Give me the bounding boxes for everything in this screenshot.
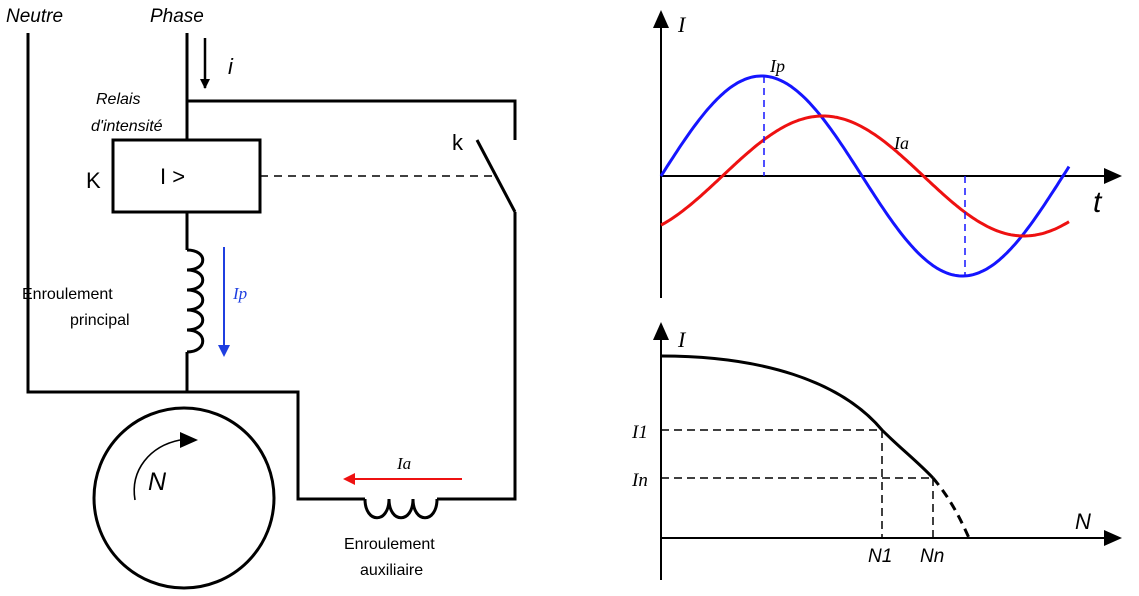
chart1-x-label: t — [1093, 186, 1103, 219]
neutre-label: Neutre — [6, 6, 63, 27]
aux-winding-label-line1: Enroulement — [344, 536, 435, 553]
i1-tick-label: I1 — [631, 422, 648, 443]
circuit-diagram — [26, 33, 517, 590]
chart1-y-label: I — [677, 12, 687, 37]
chart2-y-arrowhead — [653, 322, 669, 340]
chart-current-speed: I N I1 In N1 Nn — [631, 322, 1122, 580]
neutral-wire — [26, 33, 365, 501]
relay-symbol: I > — [160, 164, 185, 189]
aux-winding-coil — [363, 498, 439, 520]
ia-series-line — [660, 114, 1070, 238]
motor-label: N — [148, 468, 167, 496]
chart1-y-arrowhead — [653, 10, 669, 28]
relay-letter: K — [86, 168, 101, 193]
switch-blade — [475, 139, 517, 213]
switch-to-aux-wire — [437, 212, 517, 501]
ip-series-line — [659, 74, 1071, 278]
chart1-x-arrowhead — [1104, 168, 1122, 184]
relay-box — [111, 138, 262, 214]
chart2-y-label: I — [677, 327, 687, 352]
speed-curve-solid — [660, 354, 935, 480]
relay-caption-line2: d'intensité — [91, 118, 163, 135]
chart-current-time: I t Ip Ia — [653, 10, 1122, 298]
ia-label: Ia — [396, 454, 411, 473]
current-i-label: i — [228, 54, 234, 79]
switch-branch-wire — [187, 99, 517, 140]
rotation-arrowhead — [180, 432, 198, 448]
n1-tick-label: N1 — [868, 546, 892, 567]
chart2-x-arrowhead — [1104, 530, 1122, 546]
relay-caption-line1: Relais — [96, 91, 140, 108]
ip-label: Ip — [232, 284, 247, 303]
nn-tick-label: Nn — [920, 546, 944, 567]
in-tick-label: In — [631, 470, 648, 491]
ia-series-label: Ia — [893, 133, 909, 153]
switch-label: k — [452, 130, 464, 155]
main-winding-label-line1: Enroulement — [22, 286, 113, 303]
main-winding-coil — [186, 248, 205, 354]
rotation-arrow — [133, 439, 181, 501]
ip-series-label: Ip — [769, 56, 785, 76]
aux-winding-label-line2: auxiliaire — [360, 562, 423, 579]
chart2-x-label: N — [1075, 509, 1091, 534]
phase-label: Phase — [150, 6, 204, 27]
main-winding-label-line2: principal — [70, 312, 130, 329]
motor-circle — [92, 406, 276, 590]
speed-curve-dashed — [931, 477, 971, 539]
